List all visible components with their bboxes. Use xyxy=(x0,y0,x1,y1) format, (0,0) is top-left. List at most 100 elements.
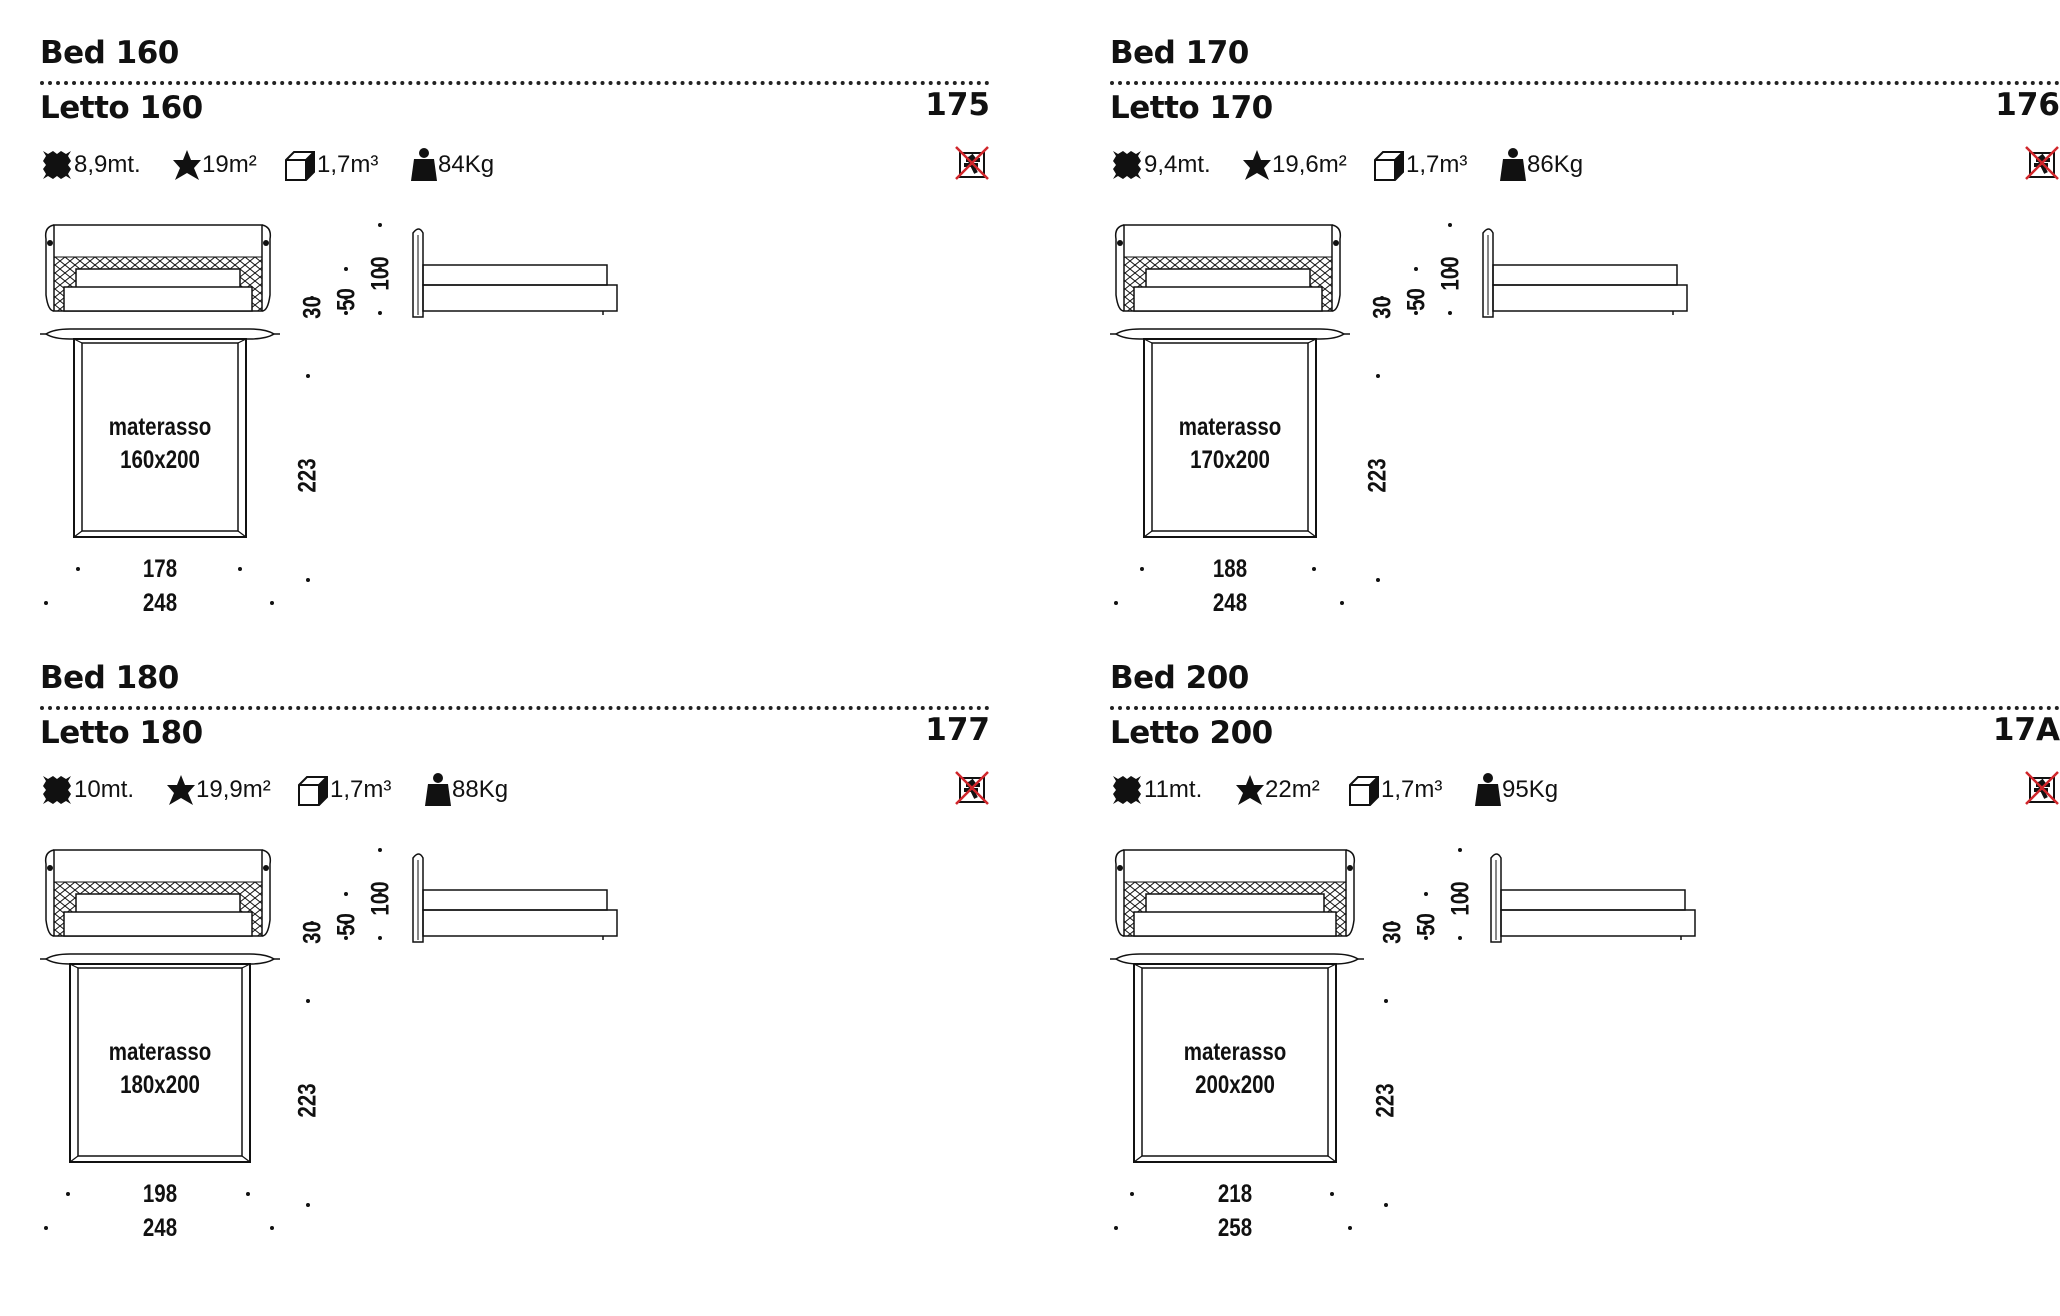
dotted-divider xyxy=(40,706,990,710)
height-50-dimension: 50 xyxy=(332,913,361,936)
mattress-size: 200x200 xyxy=(1195,1071,1275,1099)
spec-volume-value: 1,7m³ xyxy=(1381,776,1443,803)
bed-drawing: materasso 170x200 188 248 223 30 50 100 xyxy=(1110,223,2060,655)
spec-weight-value: 88Kg xyxy=(452,776,509,803)
mattress-label: materasso 180x200 xyxy=(86,1036,234,1102)
bed-drawing: materasso 180x200 198 248 223 30 50 100 xyxy=(40,848,990,1280)
weight-icon xyxy=(425,773,451,806)
no-stack-icon xyxy=(955,146,989,180)
length-dimension: 223 xyxy=(293,458,322,493)
box-volume-icon xyxy=(1374,151,1404,181)
width-outer-dimension: 248 xyxy=(142,589,178,617)
mattress-size: 180x200 xyxy=(120,1071,200,1099)
product-title-en: Bed 170 xyxy=(1110,35,1249,71)
height-30-dimension: 30 xyxy=(1378,921,1407,944)
spec-fabric-value: 11mt. xyxy=(1144,776,1203,803)
product-title-en: Bed 160 xyxy=(40,35,179,71)
mattress-size: 170x200 xyxy=(1190,446,1270,474)
product-panel-bed-180: Bed 180 Letto 180 177 10mt. 19,9m² 1,7m³… xyxy=(40,660,990,1280)
spec-leather: 19,6m² xyxy=(1242,145,1347,185)
length-dimension: 223 xyxy=(1363,458,1392,493)
product-panel-bed-170: Bed 170 Letto 170 176 9,4mt. 19,6m² 1,7m… xyxy=(1110,35,2060,655)
spec-row: 11mt. 22m² 1,7m³ 95Kg xyxy=(1110,770,2060,810)
spec-weight: 84Kg xyxy=(410,145,494,185)
leather-icon xyxy=(167,775,195,805)
product-title-it: Letto 200 xyxy=(1110,715,1273,751)
no-stack-icon xyxy=(955,771,989,805)
spec-weight-value: 86Kg xyxy=(1527,151,1584,178)
spec-row: 8,9mt. 19m² 1,7m³ 84Kg xyxy=(40,145,990,185)
height-50-dimension: 50 xyxy=(1402,288,1431,311)
height-100-dimension: 100 xyxy=(366,881,395,916)
dotted-divider xyxy=(1110,81,2060,85)
spec-fabric-value: 9,4mt. xyxy=(1144,151,1211,178)
spec-fabric: 9,4mt. xyxy=(1110,145,1211,185)
product-title-it: Letto 160 xyxy=(40,90,203,126)
height-30-dimension: 30 xyxy=(1368,296,1397,319)
mattress-label: materasso 170x200 xyxy=(1156,411,1304,477)
product-code: 17A xyxy=(1992,712,2060,748)
bed-technical-drawing xyxy=(1110,848,1696,1230)
spec-weight: 88Kg xyxy=(424,770,508,810)
height-50-dimension: 50 xyxy=(1412,913,1441,936)
spec-row: 10mt. 19,9m² 1,7m³ 88Kg xyxy=(40,770,990,810)
height-30-dimension: 30 xyxy=(298,921,327,944)
spec-fabric: 10mt. xyxy=(40,770,134,810)
mattress-size: 160x200 xyxy=(120,446,200,474)
spec-fabric-value: 10mt. xyxy=(74,776,135,803)
spec-leather: 19m² xyxy=(172,145,257,185)
height-30-dimension: 30 xyxy=(298,296,327,319)
product-code: 175 xyxy=(925,87,990,123)
no-stack-icon xyxy=(2025,771,2059,805)
mattress-label: materasso 160x200 xyxy=(86,411,234,477)
spec-leather-value: 19m² xyxy=(202,151,257,178)
mattress-label-text: materasso xyxy=(108,1038,212,1066)
length-dimension: 223 xyxy=(293,1083,322,1118)
spec-volume: 1,7m³ xyxy=(296,770,391,810)
length-dimension: 223 xyxy=(1371,1083,1400,1118)
product-panel-bed-200: Bed 200 Letto 200 17A 11mt. 22m² 1,7m³ 9… xyxy=(1110,660,2060,1280)
mattress-label-text: materasso xyxy=(1178,413,1282,441)
leather-icon xyxy=(173,150,201,180)
spec-leather-value: 22m² xyxy=(1265,776,1320,803)
width-outer-dimension: 248 xyxy=(1212,589,1248,617)
bed-technical-drawing xyxy=(40,848,618,1230)
product-title-it: Letto 170 xyxy=(1110,90,1273,126)
mattress-label-text: materasso xyxy=(1183,1038,1287,1066)
width-outer-dimension: 248 xyxy=(142,1214,178,1242)
bed-technical-drawing xyxy=(1110,223,1688,605)
spec-leather-value: 19,6m² xyxy=(1272,151,1347,178)
spec-volume: 1,7m³ xyxy=(1372,145,1467,185)
box-volume-icon xyxy=(298,776,328,806)
spec-volume: 1,7m³ xyxy=(1347,770,1442,810)
mattress-label-text: materasso xyxy=(108,413,212,441)
fabric-icon xyxy=(43,151,71,179)
height-50-dimension: 50 xyxy=(332,288,361,311)
width-inner-dimension: 218 xyxy=(1217,1180,1253,1208)
spec-weight-value: 95Kg xyxy=(1502,776,1559,803)
width-inner-dimension: 188 xyxy=(1212,555,1248,583)
width-outer-dimension: 258 xyxy=(1217,1214,1253,1242)
product-title-it: Letto 180 xyxy=(40,715,203,751)
bed-technical-drawing xyxy=(40,223,618,605)
product-panel-bed-160: Bed 160 Letto 160 175 8,9mt. 19m² 1,7m³ … xyxy=(40,35,990,655)
spec-fabric: 11mt. xyxy=(1110,770,1202,810)
weight-icon xyxy=(411,148,437,181)
spec-volume-value: 1,7m³ xyxy=(317,151,379,178)
mattress-label: materasso 200x200 xyxy=(1161,1036,1309,1102)
product-code: 176 xyxy=(1995,87,2060,123)
product-title-en: Bed 180 xyxy=(40,660,179,696)
dotted-divider xyxy=(1110,706,2060,710)
box-volume-icon xyxy=(285,151,315,181)
width-inner-dimension: 178 xyxy=(142,555,178,583)
spec-leather-value: 19,9m² xyxy=(196,776,271,803)
product-title-en: Bed 200 xyxy=(1110,660,1249,696)
spec-volume-value: 1,7m³ xyxy=(1406,151,1468,178)
spec-leather: 22m² xyxy=(1235,770,1320,810)
bed-drawing: materasso 200x200 218 258 223 30 50 100 xyxy=(1110,848,2060,1280)
spec-fabric-value: 8,9mt. xyxy=(74,151,141,178)
spec-leather: 19,9m² xyxy=(166,770,271,810)
spec-row: 9,4mt. 19,6m² 1,7m³ 86Kg xyxy=(1110,145,2060,185)
bed-drawing: materasso 160x200 178 248 223 30 50 100 xyxy=(40,223,990,655)
spec-weight: 86Kg xyxy=(1499,145,1583,185)
